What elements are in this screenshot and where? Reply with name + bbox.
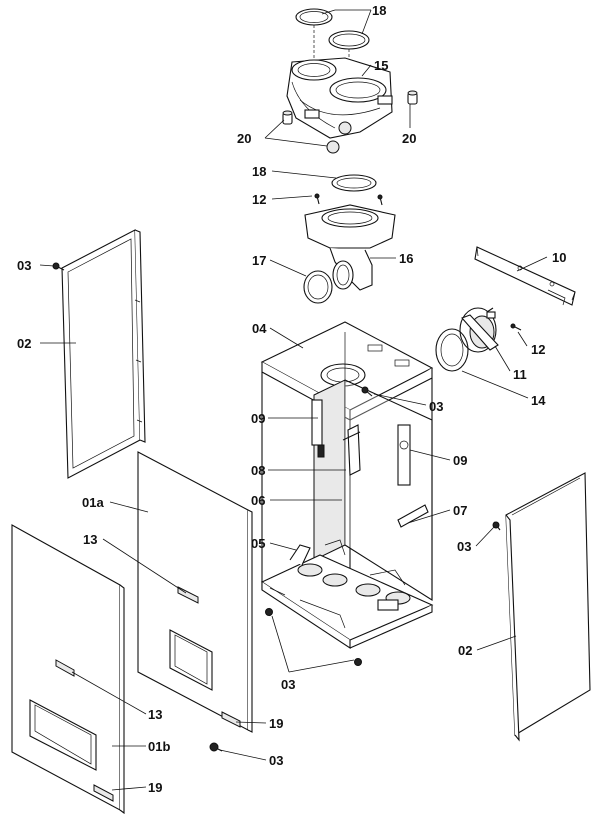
test-plug-20 [282,90,418,154]
screw-12-fan [486,307,522,331]
callout-label-c03a: 03 [17,258,31,273]
gasket-17 [303,270,333,304]
callout-label-c10: 10 [552,250,566,265]
front-panel-01a [137,451,253,733]
callout-label-c20b: 20 [402,131,416,146]
callout-label-c09a: 09 [251,411,265,426]
flue-collector-16 [304,204,396,291]
callout-label-c03b: 03 [429,399,443,414]
flue-adaptor-15 [286,57,393,139]
screw-03-b [361,386,373,397]
callout-label-c19a: 19 [269,716,283,731]
side-panel-02-right [505,472,591,742]
callout-label-c04: 04 [252,321,267,336]
callout-label-c05: 05 [251,536,265,551]
callout-label-c03e: 03 [269,753,283,768]
screw-03-c [265,607,362,666]
callout-label-c14: 14 [531,393,546,408]
screw-12-pair [314,193,383,206]
gasket-14 [435,328,469,372]
leader-lines [39,9,548,791]
callout-label-c18a: 18 [372,3,386,18]
seal-ring-18-top [295,8,370,80]
callout-label-c12a: 12 [252,192,266,207]
callout-label-c02a: 02 [17,336,31,351]
side-panel-02-left [61,229,146,479]
screw-03-a [52,262,65,271]
chassis-frame [260,321,434,650]
callout-label-c01a: 01a [82,495,104,510]
callout-label-c13a: 13 [83,532,97,547]
fan-11 [459,307,499,353]
callout-label-c19b: 19 [148,780,162,795]
callout-label-c01b: 01b [148,739,170,754]
callout-label-c13b: 13 [148,707,162,722]
wall-bracket-10 [474,246,576,306]
seal-ring-18-lower [331,174,377,192]
callout-label-c15: 15 [374,58,388,73]
callout-label-c06: 06 [251,493,265,508]
callout-labels: 18 15 20 20 18 12 17 16 10 03 02 04 12 1… [17,3,566,795]
callout-label-c08: 08 [251,463,265,478]
callout-label-c17: 17 [252,253,266,268]
front-panel-01b [11,524,125,815]
callout-label-c16: 16 [399,251,413,266]
callout-label-c03c: 03 [457,539,471,554]
callout-label-c11: 11 [513,367,527,382]
callout-label-c12b: 12 [531,342,545,357]
callout-label-c18b: 18 [252,164,266,179]
callout-label-c20a: 20 [237,131,251,146]
callout-label-c09b: 09 [453,453,467,468]
callout-label-c07: 07 [453,503,467,518]
callout-label-c03d: 03 [281,677,295,692]
callout-label-c02b: 02 [458,643,472,658]
screw-03-d [492,521,501,531]
